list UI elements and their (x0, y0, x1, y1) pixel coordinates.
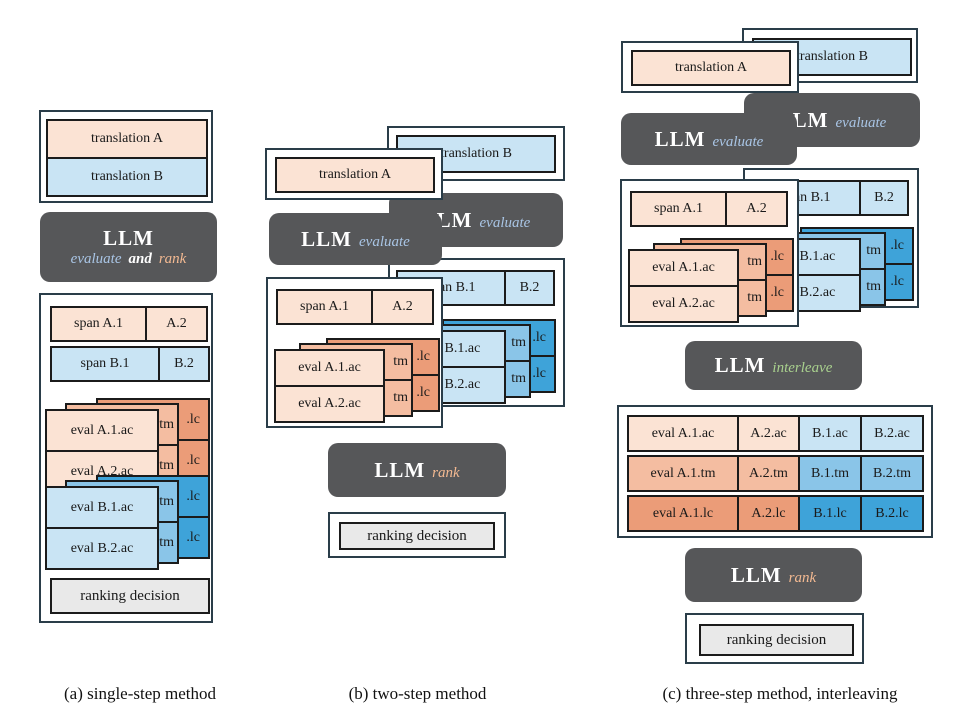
eval-b-card-ac: eval B.1.ac eval B.2.ac (45, 486, 159, 574)
panel-c-ranking: ranking decision (685, 613, 864, 664)
table-cell: B.1.ac (798, 415, 862, 452)
llm-label: LLM (714, 353, 766, 377)
eval-a-card-ac: eval A.1.ac eval A.2.ac (628, 249, 739, 323)
span-b1-box: span B.1 (50, 346, 160, 382)
evaluate-word: evaluate (359, 233, 410, 250)
eval-a1-ac-box: eval A.1.ac (628, 249, 739, 287)
table-cell: A.2.lc (737, 495, 800, 532)
table-cell: A.2.ac (737, 415, 800, 452)
ranking-decision-box-b: ranking decision (339, 522, 495, 550)
llm-rank-box: LLM rank (328, 443, 506, 497)
llm-rank-box: LLM rank (685, 548, 862, 602)
llm-evaluate-a-box: LLM evaluate (621, 113, 797, 165)
table-cell: eval A.1.ac (627, 415, 739, 452)
and-word: and (128, 251, 152, 267)
eval-a2-ac-box: eval A.2.ac (274, 385, 385, 423)
evaluate-word: evaluate (712, 133, 764, 150)
translation-a-box: translation A (275, 157, 435, 193)
span-a2-box: A.2 (145, 306, 208, 342)
translation-a-box: translation A (46, 119, 208, 159)
table-cell: eval A.1.lc (627, 495, 739, 532)
panel-b-spans-a: span A.1 A.2 .lc .lc tm tm eval A.1.ac e… (266, 277, 443, 428)
panel-a-evaluation: span A.1 A.2 span B.1 B.2 .lc .lc tm tm … (39, 293, 213, 623)
rank-word: rank (158, 251, 187, 267)
table-cell: B.2.lc (860, 495, 924, 532)
eval-a1-ac-box: eval A.1.ac (274, 349, 385, 387)
span-a2-box: A.2 (725, 191, 788, 227)
eval-b1-ac-box: eval B.1.ac (45, 486, 159, 529)
span-a1-box: span A.1 (630, 191, 727, 227)
panel-b-ranking: ranking decision (328, 512, 506, 558)
panel-c-translation-a: translation A (621, 41, 799, 93)
ranking-decision-box-c: ranking decision (699, 624, 854, 656)
table-cell: eval A.1.tm (627, 455, 739, 492)
eval-a-card-ac: eval A.1.ac eval A.2.ac (45, 409, 159, 497)
panel-c-spans-a: span A.1 A.2 .lc .lc tm tm eval A.1.ac e… (620, 179, 799, 327)
rank-word: rank (788, 569, 817, 586)
table-cell: B.2.tm (860, 455, 924, 492)
eval-a2-ac-box: eval A.2.ac (628, 285, 739, 323)
table-cell: A.2.tm (737, 455, 800, 492)
span-b2-box: B.2 (158, 346, 210, 382)
span-a1-box: span A.1 (276, 289, 373, 325)
llm-interleave-box: LLM interleave (685, 341, 862, 390)
table-cell: B.1.tm (798, 455, 862, 492)
table-cell: B.1.lc (798, 495, 862, 532)
llm-label: LLM (103, 226, 154, 250)
llm-label: LLM (374, 457, 426, 482)
span-a1-box: span A.1 (50, 306, 147, 342)
evaluate-word: evaluate (835, 114, 887, 131)
ranking-decision-box-a: ranking decision (50, 578, 210, 614)
translation-b-box: translation B (46, 157, 208, 197)
llm-label: LLM (301, 226, 353, 251)
caption-b: (b) two-step method (348, 684, 487, 703)
panel-b-translation-a: translation A (265, 148, 443, 200)
evaluate-word: evaluate (479, 214, 531, 231)
llm-label: LLM (654, 126, 706, 151)
caption-a: (a) single-step method (63, 684, 216, 703)
table-cell: B.2.ac (860, 415, 924, 452)
eval-a-card-ac: eval A.1.ac eval A.2.ac (274, 349, 385, 423)
panel-c-translation-b: translation B (742, 28, 918, 83)
caption-c: (c) three-step method, interleaving (662, 684, 898, 703)
interleave-word: interleave (772, 360, 833, 376)
eval-b2-ac-box: eval B.2.ac (45, 527, 159, 570)
span-b2-box: B.2 (504, 270, 555, 306)
panel-c-interleaved-table: eval A.1.ac A.2.ac B.1.ac B.2.ac eval A.… (617, 405, 933, 538)
llm-evaluate-a-box: LLM evaluate (269, 213, 442, 265)
eval-a1-ac-box: eval A.1.ac (45, 409, 159, 452)
panel-a-translations: translation A translation B (39, 110, 213, 203)
span-b2-box: B.2 (859, 180, 909, 216)
translation-b-box: translation B (752, 38, 912, 76)
rank-word: rank (432, 464, 460, 481)
translation-a-box: translation A (631, 50, 791, 86)
span-a2-box: A.2 (371, 289, 434, 325)
evaluate-word: evaluate (70, 251, 122, 267)
llm-label: LLM (730, 562, 782, 587)
